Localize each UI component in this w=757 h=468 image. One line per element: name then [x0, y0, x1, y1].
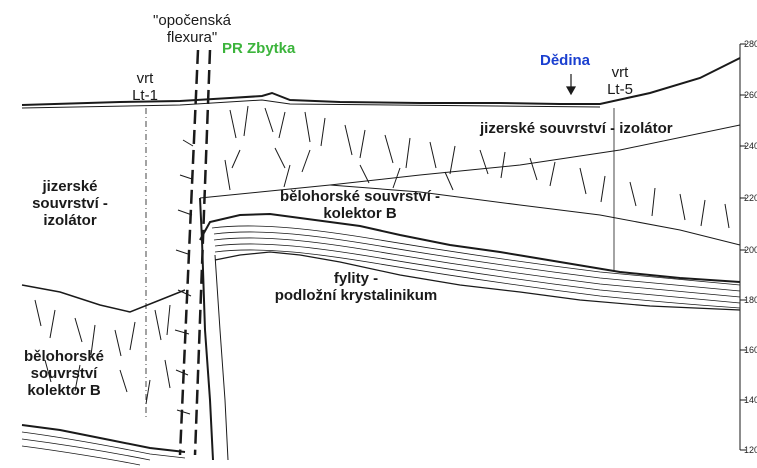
fracture-marks-flexure [175, 140, 193, 414]
belohorske-center-line1: bělohorské souvrství - [260, 188, 460, 205]
well-label-lt5-line1: vrt [598, 64, 642, 81]
well-label-lt1-line1: vrt [120, 70, 170, 87]
reserve-label: PR Zbytka [222, 40, 295, 57]
well-label-lt5-line2: Lt-5 [598, 81, 642, 98]
village-arrow-icon [567, 74, 575, 94]
well-label-lt1-line2: Lt-1 [120, 87, 170, 104]
well-label-lt1: vrt Lt-1 [120, 70, 170, 104]
elevation-tick-label: 140 [744, 395, 757, 405]
elevation-tick-label: 180 [744, 295, 757, 305]
jizera-left-line1: jizerské [20, 178, 120, 195]
jizera-left-label: jizerské souvrství - izolátor [20, 178, 120, 229]
belohorske-left-line3: kolektor B [4, 382, 124, 399]
elevation-tick-label: 260 [744, 90, 757, 100]
basement-top-left [22, 425, 185, 452]
belohorske-left-line2: souvrství [4, 365, 124, 382]
flexure-label-line1: "opočenská [132, 12, 252, 29]
elevation-tick-label: 240 [744, 141, 757, 151]
village-label: Dědina [540, 52, 590, 69]
elevation-tick-label: 120 [744, 445, 757, 455]
well-label-lt5: vrt Lt-5 [598, 64, 642, 98]
jizera-right-label: jizerské souvrství - izolátor [480, 120, 673, 137]
jizera-left-line3: izolátor [20, 212, 120, 229]
jizera-left-line2: souvrství - [20, 195, 120, 212]
belohorske-left-line1: bělohorské [4, 348, 124, 365]
fylity-line1: fylity - [236, 270, 476, 287]
layer-boundary-left [22, 285, 185, 312]
fylity-label: fylity - podložní krystalinikum [236, 270, 476, 304]
elevation-tick-label: 220 [744, 193, 757, 203]
fault-block-edge-inner [215, 255, 228, 460]
elevation-tick-label: 200 [744, 245, 757, 255]
belohorske-left-label: bělohorské souvrství kolektor B [4, 348, 124, 399]
belohorske-center-line2: kolektor B [260, 205, 460, 222]
flexure-line-right [195, 50, 210, 455]
fylity-line2: podložní krystalinikum [236, 287, 476, 304]
belohorske-center-label: bělohorské souvrství - kolektor B [260, 188, 460, 222]
elevation-tick-label: 160 [744, 345, 757, 355]
elevation-tick-label: 280 [744, 39, 757, 49]
